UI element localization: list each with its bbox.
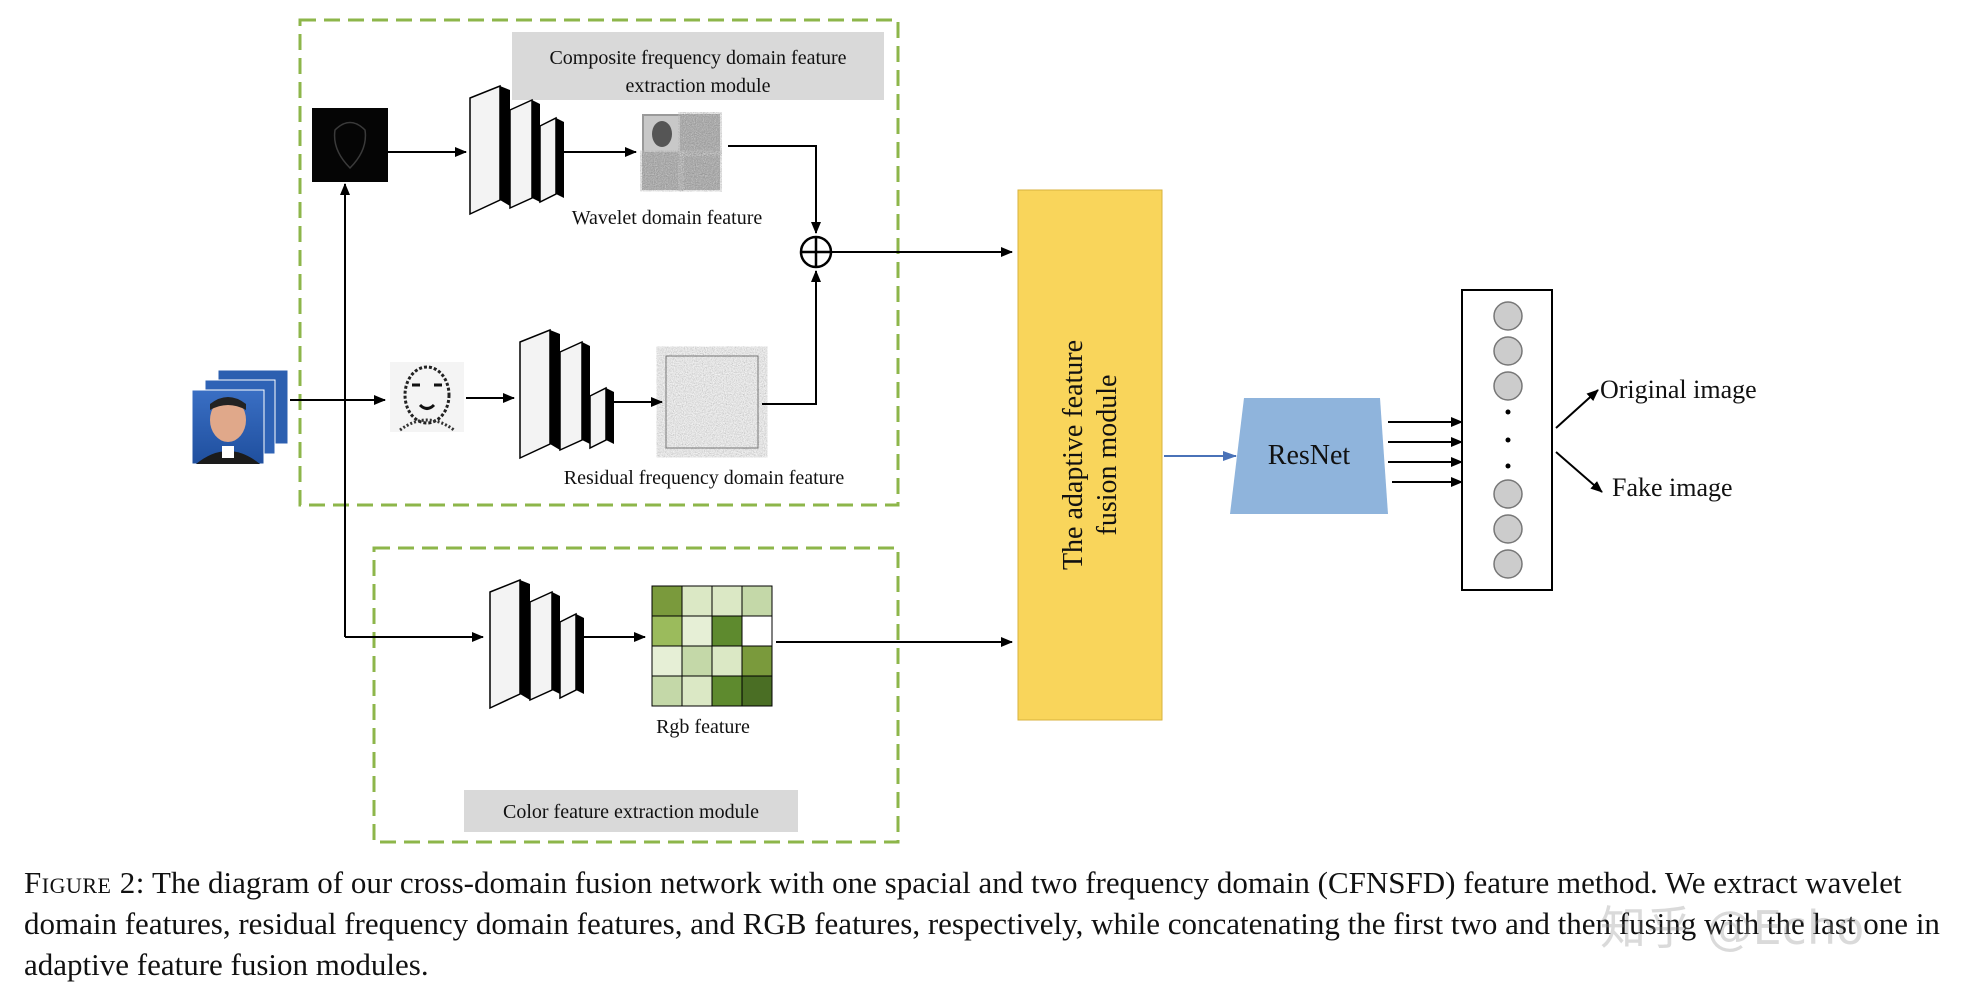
adaptive-fusion-module: [1017, 189, 1163, 721]
rgb-grid-cell: [651, 615, 683, 647]
rgb-grid-cell: [711, 615, 743, 647]
rgb-grid-cell: [741, 675, 773, 707]
composite-module-title-line1: Composite frequency domain feature: [549, 47, 846, 69]
composite-module-title-line2: extraction module: [626, 75, 771, 97]
residual-feature-image: [666, 356, 758, 448]
resnet-to-classifier-arrows: [1388, 417, 1463, 487]
color-module-label-box: [464, 790, 798, 832]
rgb-grid-cell: [681, 615, 713, 647]
residual-feature-label: Residual frequency domain feature: [564, 467, 845, 489]
rgb-grid-cell: [681, 645, 713, 677]
composite-module-box: [298, 18, 900, 507]
input-face-images: [191, 369, 289, 465]
composite-module-label-box: [512, 32, 884, 100]
output-arrow-original: [1555, 389, 1599, 429]
cnn-block-rgb: [489, 578, 584, 710]
rgb-grid-cell: [651, 675, 683, 707]
rgb-grid-cell: [741, 645, 773, 677]
fusion-module-title-line2: fusion module: [1092, 375, 1123, 536]
rgb-grid-cell: [741, 615, 773, 647]
output-original-label: Original image: [1600, 375, 1757, 404]
resnet-label: ResNet: [1268, 440, 1351, 471]
rgb-grid-cell: [681, 675, 713, 707]
neuron: [1493, 549, 1523, 579]
neuron-column: [1493, 301, 1523, 579]
neuron: [1493, 371, 1523, 401]
rgb-feature-label: Rgb feature: [656, 716, 750, 738]
wavelet-transform-image: [312, 108, 388, 182]
rgb-grid-cell: [711, 675, 743, 707]
color-module-box: [372, 546, 900, 844]
neuron: [1493, 301, 1523, 331]
connector-arrows: [290, 145, 1013, 647]
figure-caption: Figure 2: The diagram of our cross-domai…: [24, 862, 1954, 985]
rgb-grid-cell: [711, 585, 743, 617]
neuron-ellipsis: [1505, 409, 1511, 469]
color-module-title: Color feature extraction module: [503, 801, 759, 823]
cnn-block-wavelet: [469, 84, 564, 216]
neuron: [1493, 479, 1523, 509]
wavelet-feature-image: [642, 114, 720, 190]
cfnsfd-diagram: Composite frequency domain feature extra…: [191, 18, 1757, 844]
output-fake-label: Fake image: [1612, 473, 1733, 502]
rgb-grid-cell: [651, 585, 683, 617]
rgb-feature-grid: [651, 585, 773, 707]
wavelet-feature-label: Wavelet domain feature: [572, 207, 763, 229]
resnet-block: [1230, 398, 1388, 514]
rgb-grid-cell: [651, 645, 683, 677]
rgb-grid-cell: [741, 585, 773, 617]
residual-input-image: [390, 362, 464, 432]
neuron: [1493, 514, 1523, 544]
rgb-grid-cell: [681, 585, 713, 617]
output-arrow-fake: [1555, 451, 1603, 493]
fusion-module-title-line1: The adaptive feature: [1058, 340, 1089, 570]
figure-caption-label: Figure 2:: [24, 865, 145, 900]
neuron: [1493, 336, 1523, 366]
cnn-block-residual: [519, 328, 614, 460]
rgb-grid-cell: [711, 645, 743, 677]
figure-caption-text: The diagram of our cross-domain fusion n…: [24, 865, 1940, 982]
concat-plus-icon: [799, 235, 833, 269]
